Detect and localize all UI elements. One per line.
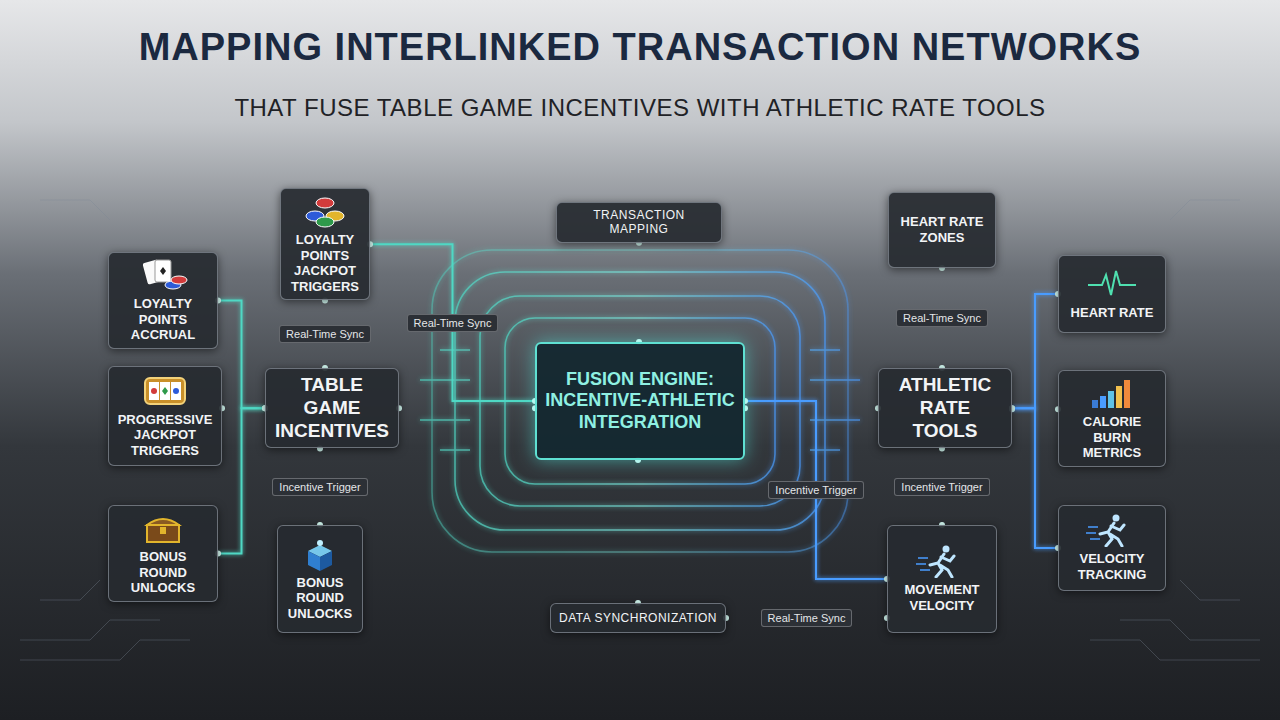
feature-box: CALORIE BURN METRICS — [1058, 370, 1166, 467]
node-text: FUSION ENGINE: INCENTIVE-ATHLETIC INTEGR… — [543, 369, 737, 434]
connector — [1012, 408, 1058, 548]
edge-label: Incentive Trigger — [768, 481, 863, 499]
connector — [1012, 294, 1058, 408]
node-text: ATHLETIC RATE TOOLS — [885, 374, 1005, 442]
edge-label: Real-Time Sync — [896, 309, 988, 327]
node-text: BONUS ROUND UNLOCKS — [115, 549, 211, 596]
connector — [745, 407, 878, 409]
background-traces — [20, 200, 1260, 660]
subtitle: THAT FUSE TABLE GAME INCENTIVES WITH ATH… — [0, 94, 1280, 122]
hub-box: TABLE GAME INCENTIVES — [265, 368, 399, 448]
runner-icon — [1084, 513, 1140, 547]
edge-label: Real-Time Sync — [761, 609, 853, 627]
feature-box: TRANSACTION MAPPING — [556, 202, 722, 243]
connector — [745, 401, 887, 579]
connector — [637, 460, 639, 603]
edge-label: Real-Time Sync — [279, 325, 371, 343]
chips-icon — [297, 194, 353, 228]
feature-box: BONUS ROUND UNLOCKS — [277, 525, 363, 633]
node-text: VELOCITY TRACKING — [1065, 551, 1159, 582]
feature-box: BONUS ROUND UNLOCKS — [108, 505, 218, 602]
cards-icon — [135, 258, 191, 292]
chest-icon — [135, 511, 191, 545]
feature-box: HEART RATE ZONES — [888, 192, 996, 268]
node-text: TABLE GAME INCENTIVES — [272, 374, 392, 442]
pulse-icon — [1084, 267, 1140, 301]
feature-box: PROGRESSIVE JACKPOT TRIGGERS — [108, 366, 222, 466]
node-text: MOVEMENT VELOCITY — [894, 582, 990, 613]
edge-label: Incentive Trigger — [272, 478, 367, 496]
bars-icon — [1084, 376, 1140, 410]
feature-box: LOYALTY POINTS JACKPOT TRIGGERS — [280, 188, 370, 300]
node-text: LOYALTY POINTS JACKPOT TRIGGERS — [287, 232, 363, 294]
runner-icon — [914, 544, 970, 578]
connector — [218, 300, 265, 408]
feature-box: MOVEMENT VELOCITY — [887, 525, 997, 633]
node-text: TRANSACTION MAPPING — [563, 208, 715, 237]
connector — [638, 243, 640, 342]
box-icon — [292, 537, 348, 571]
title: MAPPING INTERLINKED TRANSACTION NETWORKS — [0, 26, 1280, 69]
engine-box: FUSION ENGINE: INCENTIVE-ATHLETIC INTEGR… — [535, 342, 745, 460]
node-text: HEART RATE — [1071, 305, 1154, 321]
node-text: PROGRESSIVE JACKPOT TRIGGERS — [115, 412, 215, 459]
slot-icon — [137, 374, 193, 408]
node-text: LOYALTY POINTS ACCRUAL — [115, 296, 211, 343]
connector — [218, 408, 265, 553]
node-text: HEART RATE ZONES — [895, 214, 989, 245]
hub-box: ATHLETIC RATE TOOLS — [878, 368, 1012, 448]
feature-box: HEART RATE — [1058, 255, 1166, 333]
feature-box: LOYALTY POINTS ACCRUAL — [108, 252, 218, 349]
edge-label: Real-Time Sync — [407, 314, 499, 332]
feature-box: DATA SYNCHRONIZATION — [550, 603, 726, 633]
node-text: DATA SYNCHRONIZATION — [559, 611, 717, 625]
feature-box: VELOCITY TRACKING — [1058, 505, 1166, 591]
edge-label: Incentive Trigger — [894, 478, 989, 496]
node-text: BONUS ROUND UNLOCKS — [284, 575, 356, 622]
node-text: CALORIE BURN METRICS — [1065, 414, 1159, 461]
connector — [399, 407, 535, 409]
